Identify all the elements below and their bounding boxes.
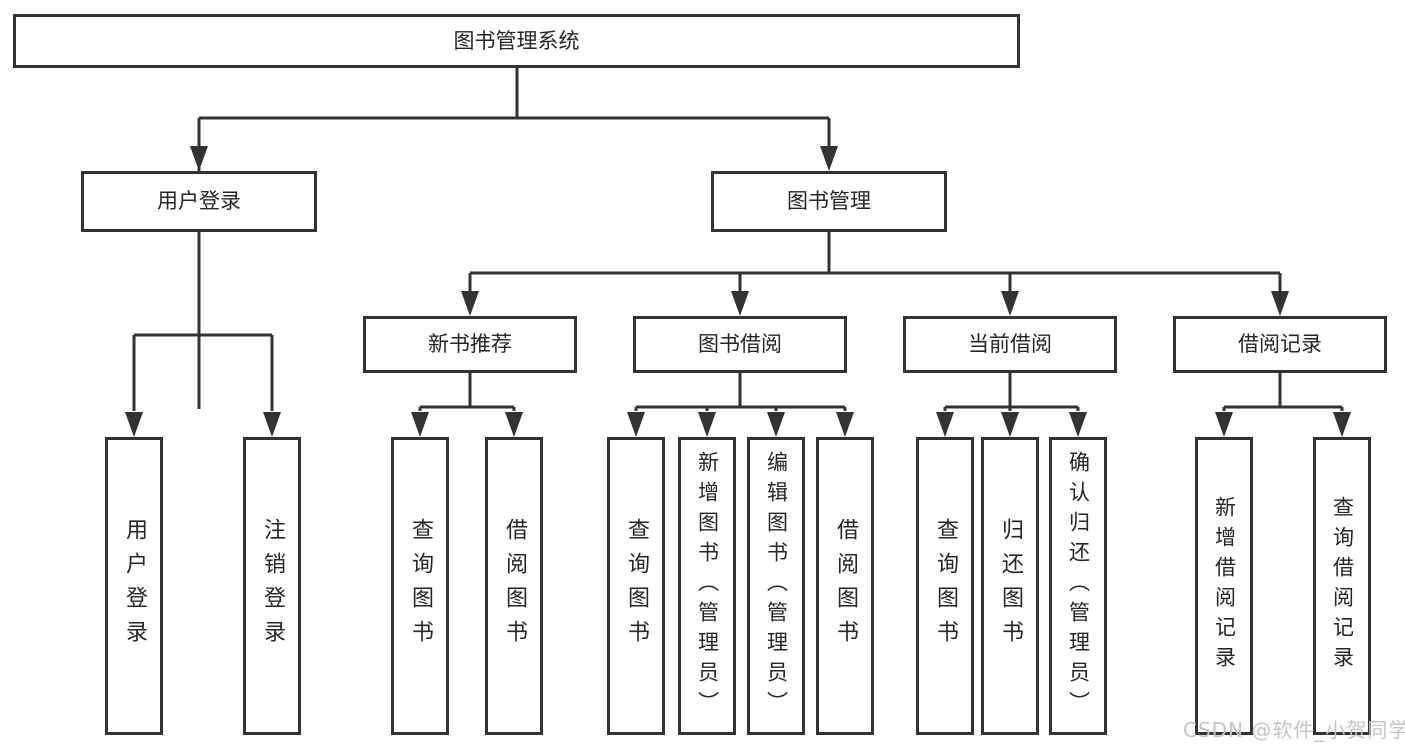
node-label: 归还图书	[998, 518, 1023, 654]
node-add-borrow-record: 新增借阅记录	[1195, 437, 1253, 735]
node-query-book-1: 查询图书	[391, 437, 449, 735]
node-label: 查询图书	[408, 518, 433, 654]
node-borrow-book-1: 借阅图书	[485, 437, 543, 735]
node-user-login-leaf: 用户登录	[105, 437, 163, 735]
node-new-book-recommend: 新书推荐	[363, 316, 577, 373]
node-label: 当前借阅	[968, 332, 1052, 356]
node-label: 用户登录	[157, 189, 241, 213]
csdn-watermark: CSDN @软件_小贺同学	[1183, 718, 1405, 742]
node-label: 新书推荐	[428, 332, 512, 356]
node-edit-book-admin: 编辑图书（管理员）	[747, 437, 805, 735]
node-borrow-record: 借阅记录	[1173, 316, 1387, 373]
node-label: 查询图书	[624, 518, 649, 654]
node-add-book-admin: 新增图书（管理员）	[678, 437, 736, 735]
node-label: 确认归还（管理员）	[1066, 451, 1091, 721]
node-logout-leaf: 注销登录	[243, 437, 301, 735]
node-book-borrow: 图书借阅	[633, 316, 847, 373]
node-library-management-system: 图书管理系统	[13, 14, 1020, 68]
node-query-borrow-record: 查询借阅记录	[1313, 437, 1371, 735]
node-label: 查询图书	[933, 518, 958, 654]
node-label: 新增图书（管理员）	[695, 451, 720, 721]
node-label: 用户登录	[122, 518, 147, 654]
node-confirm-return-admin: 确认归还（管理员）	[1049, 437, 1107, 735]
node-label: 借阅图书	[502, 518, 527, 654]
node-user-login-branch: 用户登录	[81, 171, 317, 232]
node-book-management-branch: 图书管理	[711, 171, 947, 232]
node-borrow-book-2: 借阅图书	[816, 437, 874, 735]
node-label: 新增借阅记录	[1212, 496, 1237, 676]
node-label: 图书借阅	[698, 332, 782, 356]
node-query-book-3: 查询图书	[916, 437, 974, 735]
node-label: 编辑图书（管理员）	[764, 451, 789, 721]
node-current-borrow: 当前借阅	[903, 316, 1117, 373]
node-return-book: 归还图书	[981, 437, 1039, 735]
node-label: 借阅图书	[833, 518, 858, 654]
node-label: 图书管理系统	[453, 28, 580, 53]
node-label: 注销登录	[260, 518, 285, 654]
node-query-book-2: 查询图书	[607, 437, 665, 735]
node-label: 图书管理	[787, 189, 871, 213]
node-label: 借阅记录	[1238, 332, 1322, 356]
node-label: 查询借阅记录	[1330, 496, 1355, 676]
